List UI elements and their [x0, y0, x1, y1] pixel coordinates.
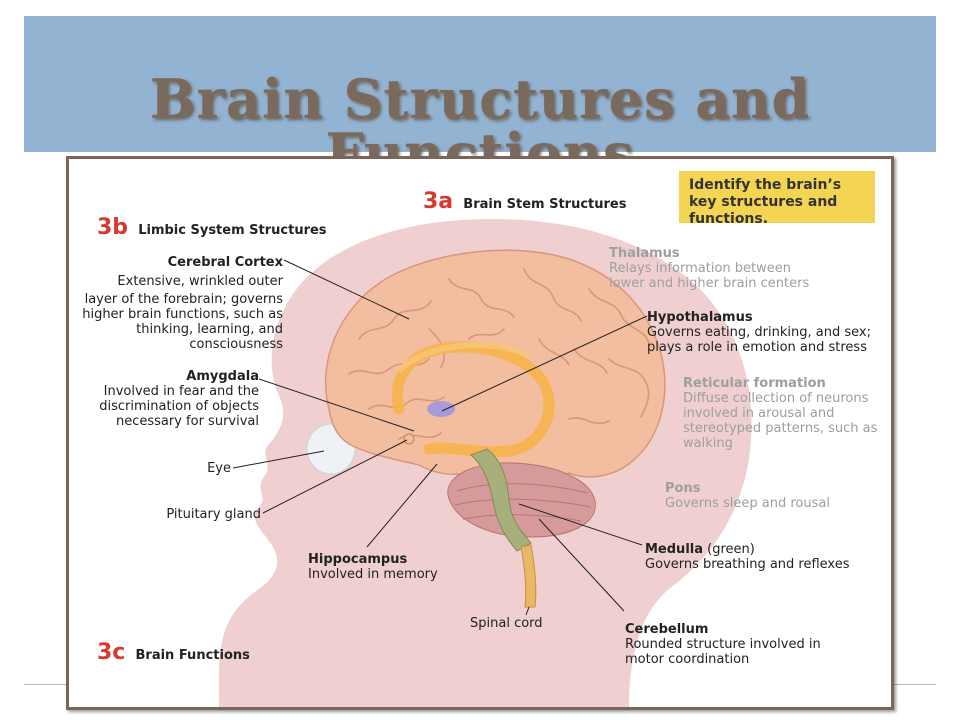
footer-rule-right	[894, 684, 936, 685]
medulla-title: Medulla	[645, 542, 703, 557]
desc-line: Extensive, wrinkled outer	[117, 274, 283, 289]
amygdala-title: Amygdala	[186, 369, 259, 384]
spinal-cord-shape	[520, 544, 537, 608]
desc-line: discrimination of objects	[99, 399, 259, 414]
desc-line: Governs eating, drinking, and sex;	[647, 325, 871, 340]
label-amygdala: Amygdala Involved in fear and the discri…	[73, 369, 259, 429]
label-pituitary: Pituitary gland	[129, 507, 261, 522]
desc-line: Diffuse collection of neurons	[683, 391, 869, 406]
desc-line: stereotyped patterns, such as	[683, 421, 878, 436]
cerebral-cortex-title: Cerebral Cortex	[167, 255, 283, 270]
label-medulla: Medulla (green) Governs breathing and re…	[645, 542, 850, 572]
desc-line: motor coordination	[625, 652, 750, 667]
thalamus-title: Thalamus	[609, 246, 680, 261]
section-3b: 3b Limbic System Structures	[97, 217, 327, 239]
section-3b-number: 3b	[97, 215, 129, 240]
desc-line: Governs sleep and rousal	[665, 496, 830, 511]
leader-lines	[232, 259, 648, 616]
section-3c: 3c Brain Functions	[97, 642, 250, 664]
cerebellum-shape	[447, 462, 596, 538]
pituitary-shape	[403, 433, 415, 445]
section-3b-title: Limbic System Structures	[138, 223, 327, 238]
label-eye: Eye	[129, 461, 231, 476]
reticular-title: Reticular formation	[683, 376, 826, 391]
medulla-shape	[470, 448, 532, 552]
section-3a-title: Brain Stem Structures	[463, 197, 627, 212]
desc-line: walking	[683, 436, 733, 451]
desc-line: consciousness	[189, 337, 283, 352]
pituitary-title: Pituitary gland	[166, 507, 261, 522]
title-band: Brain Structures and Functions	[24, 16, 936, 180]
desc-line: Governs breathing and reflexes	[645, 557, 850, 572]
desc-line: necessary for survival	[115, 414, 259, 429]
cortex-folds	[348, 268, 650, 440]
brain-figure: Identify the brain’s key structures and …	[66, 156, 894, 710]
desc-line: involved in arousal and	[683, 406, 835, 421]
footer-rule-left	[24, 684, 66, 685]
desc-line: thinking, learning, and	[136, 322, 283, 337]
eye-title: Eye	[207, 461, 231, 476]
desc-line: Rounded structure involved in	[625, 637, 821, 652]
objective-callout: Identify the brain’s key structures and …	[679, 171, 875, 227]
slide-title: Brain Structures and Functions	[149, 67, 811, 185]
hypothalamus-title: Hypothalamus	[647, 310, 753, 325]
hippocampus-title: Hippocampus	[308, 552, 408, 567]
label-thalamus: Thalamus Relays information between lowe…	[609, 246, 809, 291]
cerebellum-folds	[454, 483, 592, 522]
medulla-note: (green)	[707, 542, 755, 557]
label-cerebellum: Cerebellum Rounded structure involved in…	[625, 622, 821, 667]
desc-line: Involved in fear and the	[103, 384, 259, 399]
section-3a: 3a Brain Stem Structures	[423, 191, 627, 213]
desc-line: Relays information between	[609, 261, 791, 276]
spinal-cord-title: Spinal cord	[470, 616, 543, 631]
cerebrum-shape	[324, 249, 666, 481]
label-hippocampus: Hippocampus Involved in memory	[308, 552, 438, 582]
label-pons: Pons Governs sleep and rousal	[665, 481, 830, 511]
section-3c-number: 3c	[97, 640, 126, 665]
section-3a-number: 3a	[423, 189, 454, 214]
brain-illustration	[218, 219, 752, 707]
label-cerebral-cortex: Cerebral Cortex	[83, 255, 283, 270]
desc-line: higher brain functions, such as	[82, 307, 283, 322]
cerebellum-title: Cerebellum	[625, 622, 709, 637]
thalamus-shape	[427, 401, 455, 417]
label-hypothalamus: Hypothalamus Governs eating, drinking, a…	[647, 310, 871, 355]
section-3c-title: Brain Functions	[135, 648, 250, 663]
label-spinal-cord: Spinal cord	[470, 616, 543, 631]
desc-line: lower and higher brain centers	[609, 276, 810, 291]
limbic-arc-outer	[396, 342, 531, 374]
pons-title: Pons	[665, 481, 701, 496]
cerebral-cortex-desc: Extensive, wrinkled outer	[83, 274, 283, 289]
desc-line: plays a role in emotion and stress	[647, 340, 867, 355]
cerebral-cortex-desc-2: layer of the forebrain; governs higher b…	[73, 292, 283, 352]
label-reticular-formation: Reticular formation Diffuse collection o…	[683, 376, 877, 451]
desc-line: Involved in memory	[308, 567, 438, 582]
callout-text: Identify the brain’s key structures and …	[689, 177, 842, 227]
desc-line: layer of the forebrain; governs	[84, 292, 283, 307]
